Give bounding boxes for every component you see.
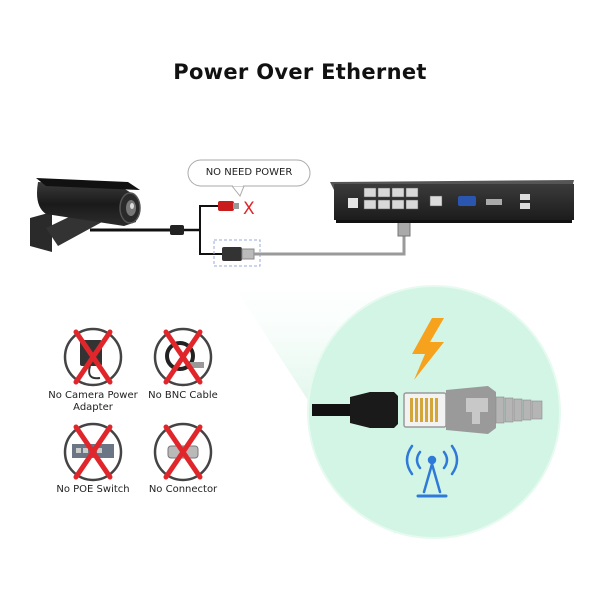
poe-nvr-icon: [330, 180, 574, 223]
dc-power-plug: [218, 201, 239, 211]
caption-no-adapter: No Camera Power Adapter: [48, 390, 138, 413]
callout-bubble: [187, 159, 311, 197]
red-x-mark: X: [243, 199, 255, 219]
page-title: Power Over Ethernet: [173, 60, 427, 84]
cctv-camera-icon: [30, 178, 141, 252]
caption-no-poe-switch: No POE Switch: [56, 484, 130, 495]
connector-icon: [153, 422, 213, 482]
wireless-signal-icon: [405, 444, 459, 498]
poe-switch-icon: [63, 422, 123, 482]
power-adapter-icon: [63, 327, 123, 387]
lightning-icon: [412, 318, 444, 380]
caption-no-connector: No Connector: [148, 484, 218, 495]
network-cable: [254, 228, 406, 256]
bnc-cable-icon: [153, 327, 213, 387]
rj45-plug-icon: [312, 386, 543, 434]
camera-rj45-plug: [213, 239, 261, 267]
callout-text: NO NEED POWER: [205, 167, 293, 178]
caption-no-bnc: No BNC Cable: [148, 390, 218, 401]
